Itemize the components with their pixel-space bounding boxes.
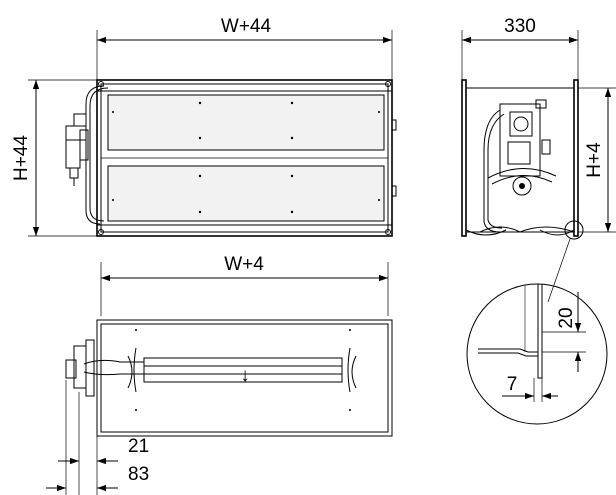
- offset-inner-label: 21: [128, 436, 149, 457]
- rivet: [290, 101, 294, 105]
- detail-width-label: 7: [507, 374, 518, 395]
- frame-tab: [391, 119, 397, 131]
- rivet: [198, 210, 202, 214]
- bottom-casing-inner: [100, 323, 389, 433]
- linkage-rod: [83, 359, 144, 365]
- detail-circle: [466, 283, 608, 425]
- rivet: [349, 409, 351, 411]
- rivet: [112, 199, 114, 201]
- linkage-rod: [85, 85, 105, 225]
- lever-arc: [487, 167, 557, 179]
- rivet: [290, 174, 294, 178]
- rivet: [198, 136, 202, 140]
- rivet: [378, 111, 380, 113]
- detail-height-label: 20: [556, 307, 577, 328]
- side-flange-right: [573, 79, 579, 237]
- offset-outer-label: 83: [128, 464, 149, 485]
- lever-hub: [512, 176, 532, 196]
- detail-marker: [564, 220, 584, 240]
- blade-edge: [465, 229, 507, 236]
- side-depth-label: 330: [504, 16, 536, 37]
- corner-bolt: [98, 229, 104, 235]
- actuator-motor: [65, 359, 77, 379]
- mechanism-tab: [541, 139, 551, 155]
- side-flange-left: [461, 79, 467, 237]
- blade-bracket: [133, 347, 137, 393]
- mechanism-plate: [499, 103, 541, 177]
- linkage-rod: [83, 371, 144, 376]
- rivet: [290, 136, 294, 140]
- side-view: 330 H+4: [461, 16, 616, 240]
- rivet: [290, 210, 294, 214]
- detail-leader: [547, 238, 571, 303]
- front-frame: [96, 79, 393, 237]
- front-height-label: H+44: [11, 135, 32, 181]
- bottom-width-label: W+4: [224, 254, 264, 275]
- actuator-bracket: [79, 129, 89, 161]
- bottom-casing: [96, 319, 393, 437]
- blade-bracket: [347, 347, 351, 393]
- actuator-motor: [65, 139, 81, 169]
- frame-tab: [391, 185, 397, 197]
- blade-shaft: [143, 357, 343, 383]
- rivet: [378, 199, 380, 201]
- rivet: [198, 101, 202, 105]
- front-width-label: W+44: [221, 16, 272, 37]
- rivet: [198, 174, 202, 178]
- detail-view: 20 7: [466, 283, 608, 425]
- actuator-plug: [69, 167, 79, 179]
- rivet: [135, 409, 137, 411]
- actuator-block: [73, 113, 87, 127]
- linkage-rod: [487, 113, 505, 229]
- front-view: W+44 H+44: [11, 16, 397, 237]
- lever-arc: [491, 174, 553, 185]
- mechanism-tab: [535, 99, 547, 109]
- corner-bolt: [385, 229, 391, 235]
- blade-bracket: [127, 355, 133, 389]
- flow-arrow-icon: ↓: [240, 365, 250, 386]
- bottom-view: W+4 ↓ 21 83: [46, 254, 393, 495]
- linkage-rod: [483, 109, 501, 233]
- blade-edge: [519, 226, 575, 233]
- damper-blade-top: [107, 94, 385, 151]
- duct-profile: [478, 348, 538, 353]
- actuator-housing: [507, 141, 531, 165]
- blade-bracket: [351, 355, 357, 389]
- flange-end: [537, 352, 543, 379]
- lever-pivot: [519, 183, 525, 189]
- rivet: [135, 329, 137, 331]
- linkage-rod: [89, 87, 109, 222]
- actuator-bracket: [85, 339, 95, 397]
- blade-edge: [479, 226, 521, 233]
- actuator-body: [65, 125, 87, 141]
- gear-box: [509, 111, 533, 137]
- duct-profile: [478, 352, 538, 357]
- blade-edge: [539, 229, 575, 236]
- gear: [513, 116, 529, 132]
- damper-blade-bottom: [107, 165, 385, 222]
- rivet: [349, 329, 351, 331]
- rivet: [112, 111, 114, 113]
- corner-bolt: [385, 81, 391, 87]
- side-height-label: H+4: [584, 142, 605, 178]
